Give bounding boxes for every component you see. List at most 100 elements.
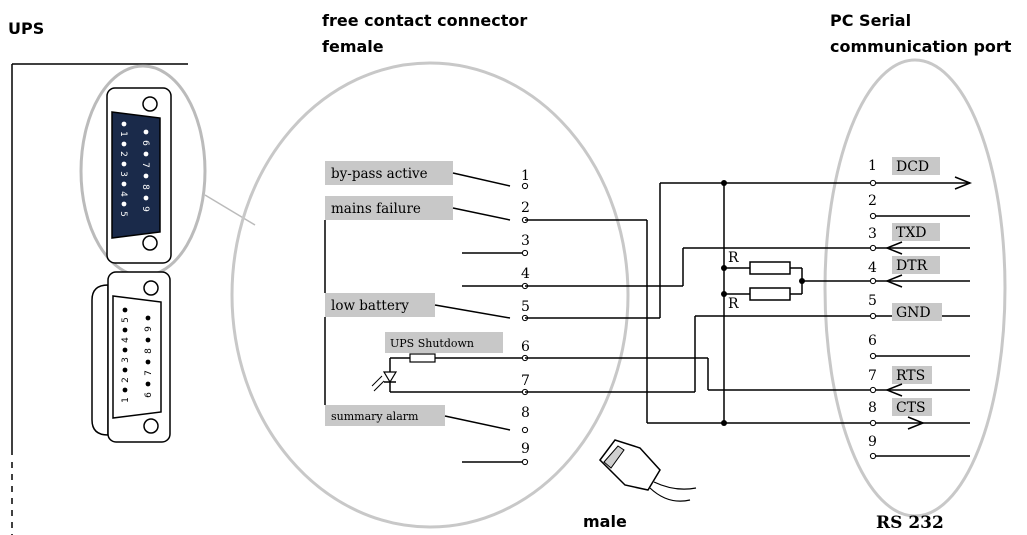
connector-pin-1: 1 (521, 168, 530, 184)
db9-pin-dot (143, 129, 149, 135)
signal-direction-arrows (884, 176, 973, 430)
db9-pin-number: 7 (140, 162, 150, 168)
cross-wiring (525, 180, 970, 457)
db9-pin-number: 5 (121, 317, 131, 323)
db9-pin-number: 9 (140, 206, 150, 212)
db9-pin-dot (145, 359, 151, 365)
serial-pin-numbers: 1 2 3 4 5 6 7 8 9 (868, 158, 877, 450)
serial-pin-6: 6 (868, 333, 877, 349)
zoom-leader-line (204, 194, 256, 226)
svg-text:low battery: low battery (331, 298, 409, 314)
female-db9-connector: 1 2 3 4 5 6 7 8 9 (106, 87, 172, 264)
serial-pin-2: 2 (868, 193, 877, 209)
connector-header-line1: free contact connector (322, 11, 527, 30)
svg-text:UPS Shutdown: UPS Shutdown (390, 337, 474, 350)
connector-pin-9: 9 (521, 441, 530, 457)
contact-label-mains-failure: mains failure (325, 196, 453, 220)
connector-pin-4: 4 (521, 266, 530, 282)
db9-pin-number: 4 (118, 191, 128, 197)
ups-header: UPS (8, 19, 44, 38)
svg-text:DCD: DCD (896, 159, 929, 175)
serial-signal-rts: RTS (892, 366, 932, 384)
db9-pin-number: 2 (118, 151, 128, 157)
connector-pin-2: 2 (521, 200, 530, 216)
serial-signal-txd: TXD (892, 223, 940, 241)
db9-pin-dot (122, 347, 128, 353)
svg-text:CTS: CTS (896, 400, 926, 416)
db9-pin-dot (122, 387, 128, 393)
svg-text:TXD: TXD (896, 225, 927, 241)
rs232-label: RS 232 (876, 513, 944, 533)
svg-text:summary alarm: summary alarm (331, 410, 419, 423)
db9-pin-number: 8 (140, 184, 150, 190)
connector-header-line2: female (322, 37, 384, 56)
serial-signal-dtr: DTR (892, 256, 940, 274)
db9-pin-dot (121, 181, 127, 187)
serial-signal-dcd: DCD (892, 157, 940, 175)
db9-pin-number: 6 (140, 140, 150, 146)
connector-pin-5: 5 (521, 299, 530, 315)
serial-pin-4: 4 (868, 260, 877, 276)
serial-pin-8: 8 (868, 400, 877, 416)
resistor-label-1: R (728, 250, 739, 266)
db9-pin-number: 2 (121, 377, 131, 383)
serial-terminals (869, 179, 877, 460)
db9-pin-number: 1 (121, 397, 131, 403)
db9-pin-dot (121, 161, 127, 167)
connector-pin-7: 7 (521, 373, 530, 389)
serial-port-ellipse (823, 58, 1007, 518)
connector-pin-8: 8 (521, 405, 530, 421)
svg-text:by-pass active: by-pass active (331, 166, 428, 182)
contact-wiring (324, 172, 525, 463)
db9-pin-dot (121, 121, 127, 127)
serial-pin-3: 3 (868, 226, 877, 242)
contact-label-by-pass-active: by-pass active (325, 161, 453, 185)
serial-signal-cts: CTS (892, 398, 932, 416)
db9-pin-number: 3 (118, 171, 128, 177)
db9-pin-dot (122, 367, 128, 373)
serial-pin-9: 9 (868, 434, 877, 450)
db9-pin-dot (121, 201, 127, 207)
serial-pin-5: 5 (868, 293, 877, 309)
db9-pin-number: 5 (118, 211, 128, 217)
db9-pin-dot (122, 307, 128, 313)
db9-pin-dot (121, 141, 127, 147)
db9-pin-number: 9 (144, 326, 154, 332)
db9-pin-dot (145, 315, 151, 321)
resistor-label-2: R (728, 296, 739, 312)
svg-text:RTS: RTS (896, 368, 925, 384)
female-db9-pin-group: 1 2 3 4 5 6 7 8 9 (118, 121, 150, 217)
contact-connector-ellipse (230, 61, 630, 529)
contact-label-ups-shutdown: UPS Shutdown (385, 332, 503, 353)
svg-text:DTR: DTR (896, 258, 928, 274)
contact-label-summary-alarm: summary alarm (325, 405, 445, 426)
connector-pin-3: 3 (521, 233, 530, 249)
db9-pin-number: 7 (144, 370, 154, 376)
db9-pin-number: 6 (144, 392, 154, 398)
db9-pin-dot (143, 173, 149, 179)
pc-header-line2: communication port (830, 37, 1012, 56)
male-plug-icon (599, 439, 697, 502)
db9-pin-dot (143, 151, 149, 157)
male-label: male (583, 512, 627, 531)
connector-pin-6: 6 (521, 339, 530, 355)
serial-signal-gnd: GND (892, 303, 942, 321)
connector-terminals (521, 182, 529, 466)
serial-pin-1: 1 (868, 158, 877, 174)
pc-header-line1: PC Serial (830, 11, 911, 30)
connector-pin-numbers: 1 2 3 4 5 6 7 8 9 (521, 168, 530, 457)
contact-label-low-battery: low battery (325, 293, 435, 317)
svg-text:mains failure: mains failure (331, 201, 421, 217)
db9-pin-dot (122, 327, 128, 333)
ups-cabinet-outline (11, 63, 188, 535)
db9-pin-number: 3 (121, 357, 131, 363)
db9-pin-number: 1 (118, 131, 128, 137)
db9-pin-number: 8 (144, 348, 154, 354)
db9-pin-dot (145, 337, 151, 343)
serial-pin-7: 7 (868, 368, 877, 384)
db9-pin-dot (143, 195, 149, 201)
db9-pin-dot (145, 381, 151, 387)
